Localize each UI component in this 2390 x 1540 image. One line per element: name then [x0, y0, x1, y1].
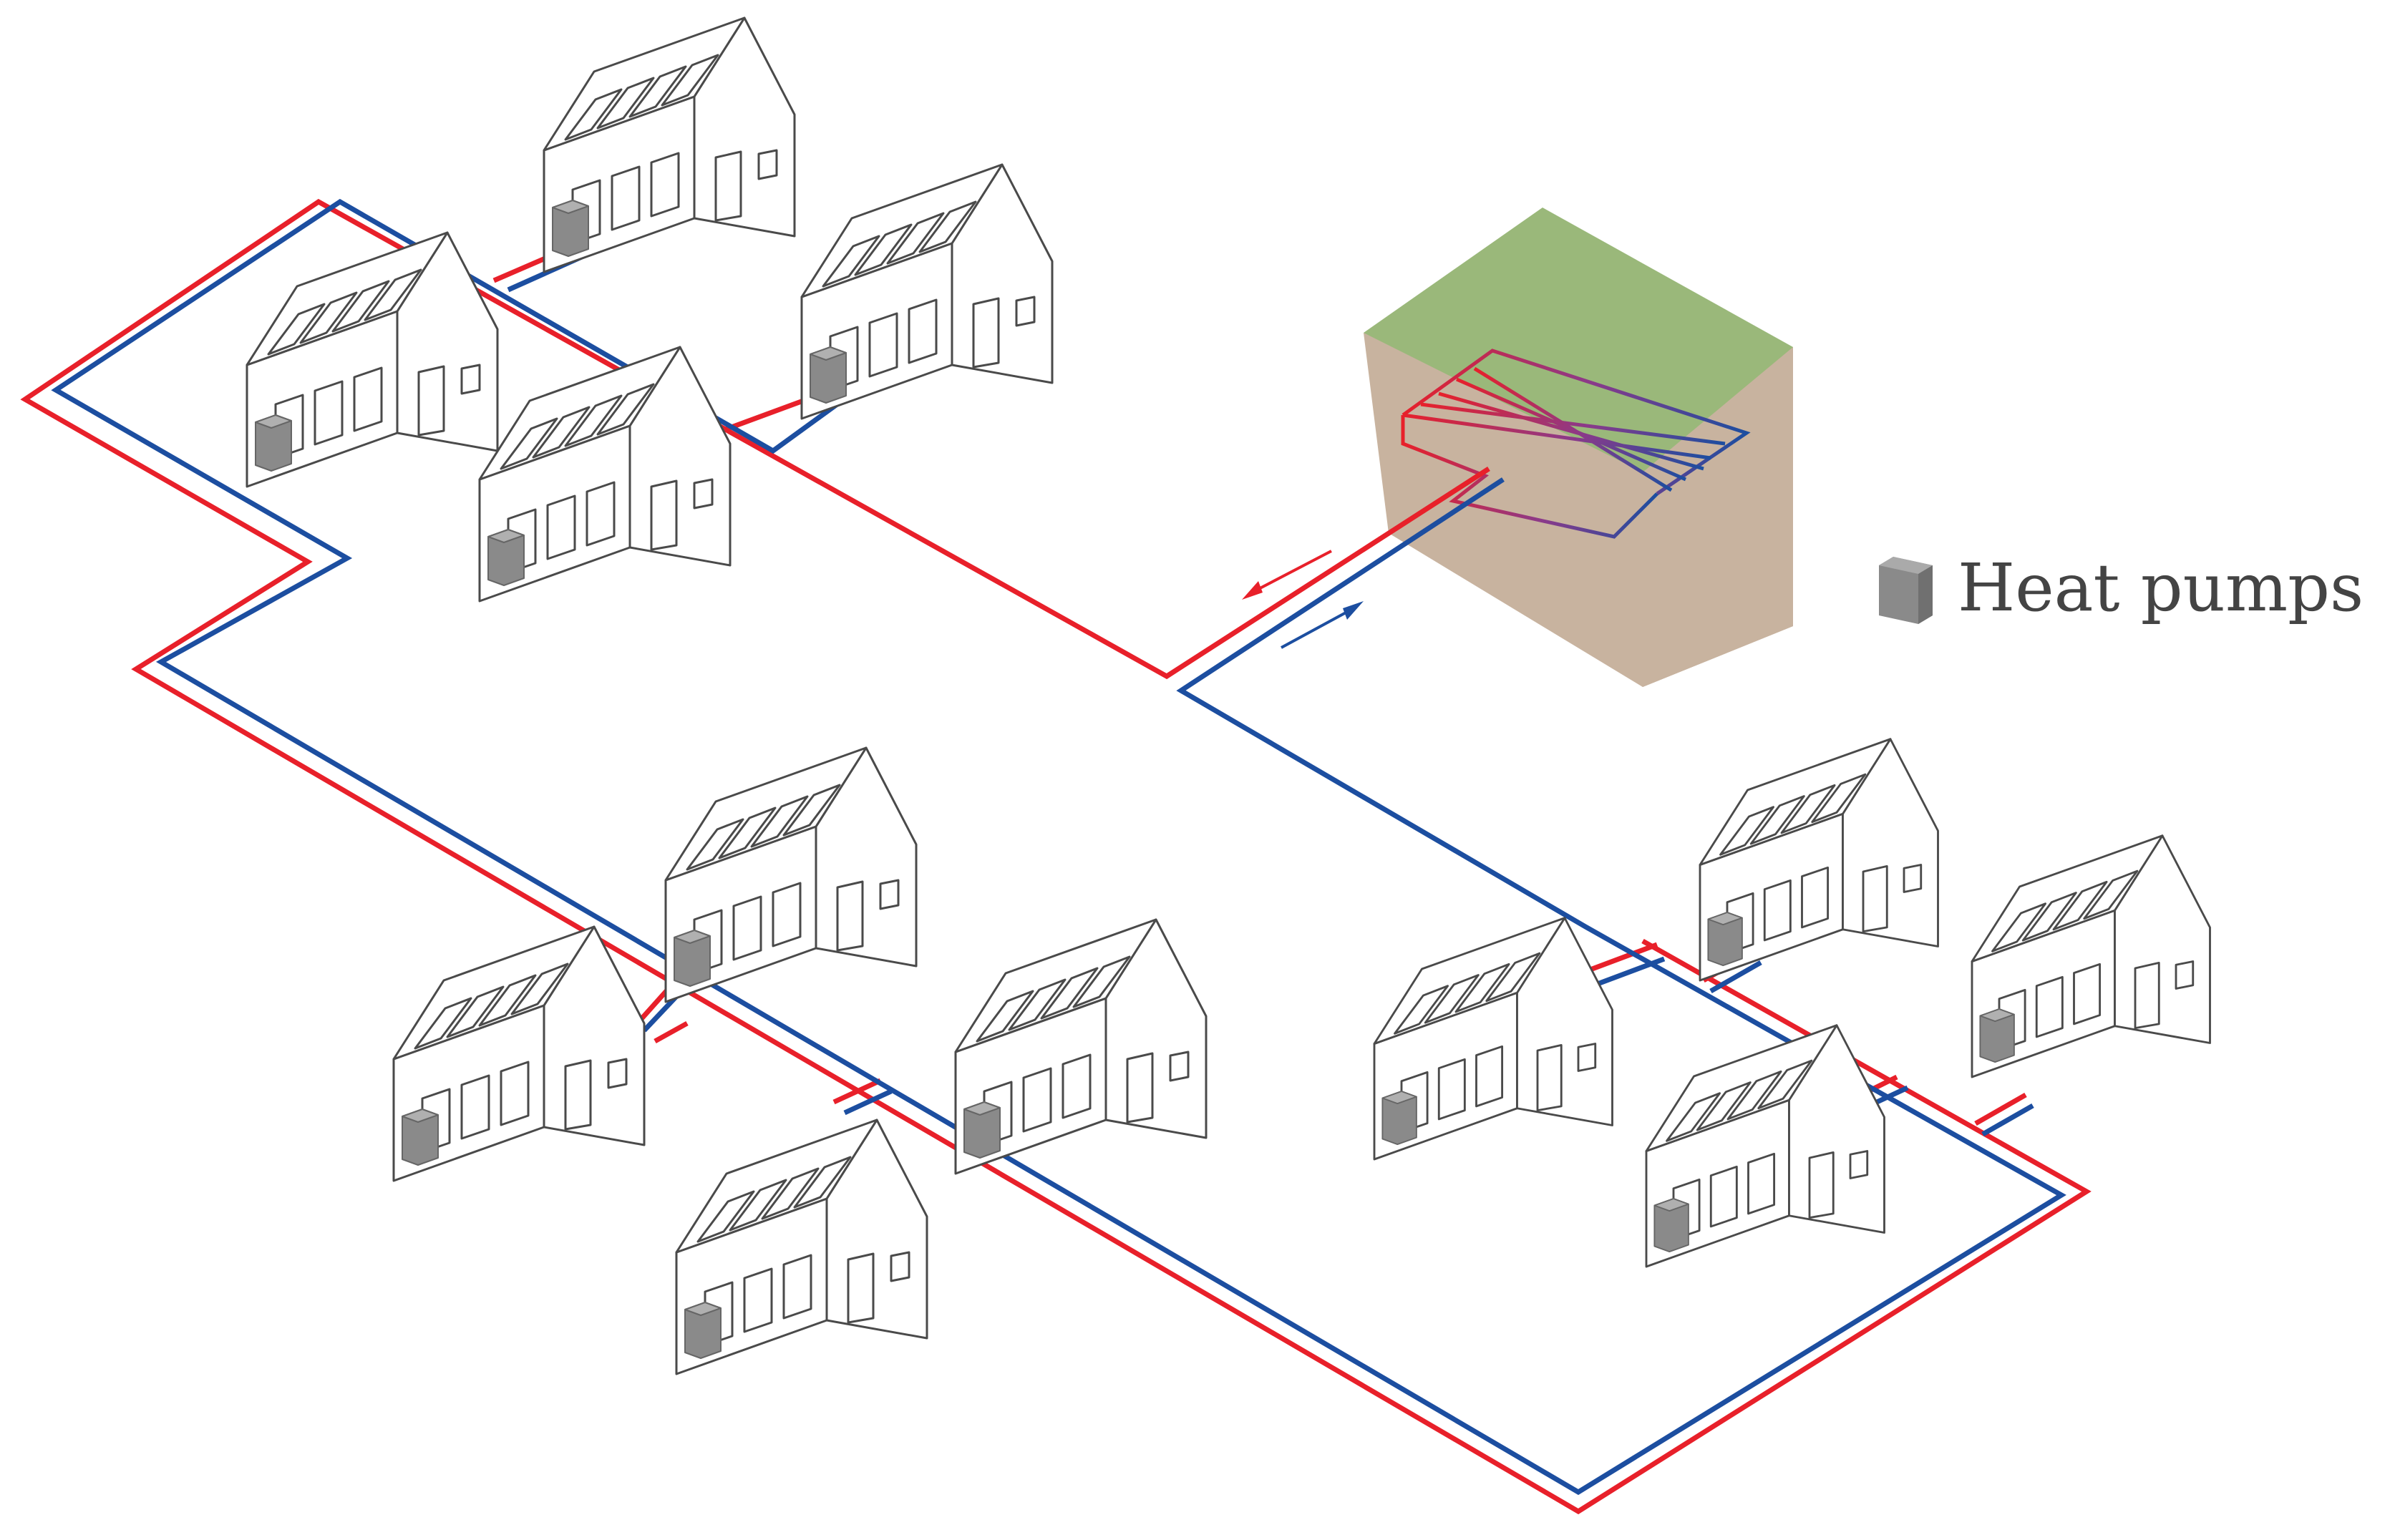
solar-panels: [822, 200, 977, 288]
heat-pump: [684, 1302, 722, 1359]
solar-panels: [1991, 869, 2139, 952]
heat-pump: [255, 414, 292, 472]
legend: Heat pumps: [1879, 550, 2364, 626]
heat-pump: [674, 930, 711, 987]
heat-pump: [1979, 1008, 2015, 1063]
ground-collector: [1364, 208, 1793, 687]
solar-panels: [1394, 952, 1541, 1035]
solar-panels: [267, 268, 422, 356]
house: [246, 231, 499, 488]
heat-pump: [1707, 912, 1743, 967]
solar-panels: [686, 784, 841, 871]
heat-pump: [963, 1101, 1001, 1159]
supply-flow-arrow: [1242, 550, 1332, 600]
house: [800, 163, 1054, 420]
house: [478, 346, 732, 603]
house: [1699, 738, 1939, 982]
solar-panels: [414, 962, 569, 1050]
house: [954, 918, 1208, 1175]
house: [392, 925, 646, 1182]
heat-pump: [402, 1108, 439, 1166]
house: [675, 1119, 928, 1375]
house: [1645, 1024, 1885, 1268]
heat-pump: [1381, 1091, 1417, 1146]
house: [1971, 834, 2211, 1078]
houses-layer: [246, 16, 2211, 1375]
solar-panels: [696, 1156, 852, 1243]
heat-pump: [1653, 1198, 1689, 1253]
solar-panels: [976, 955, 1131, 1043]
return-flow-arrow: [1281, 601, 1364, 649]
heat-pump: [810, 346, 847, 404]
heat-pump-icon: [1879, 557, 1933, 624]
solar-panels: [1666, 1059, 1813, 1142]
legend-label: Heat pumps: [1958, 550, 2364, 626]
solar-panels: [564, 54, 719, 141]
heat-pump: [487, 529, 525, 586]
heat-pump: [552, 200, 589, 257]
house: [664, 746, 918, 1003]
solar-panels: [1719, 773, 1867, 856]
ground-surface: [1364, 208, 1793, 472]
ground-loop: [1401, 349, 1751, 539]
solar-panels: [500, 383, 655, 470]
house: [1373, 917, 1613, 1161]
house: [543, 16, 796, 273]
